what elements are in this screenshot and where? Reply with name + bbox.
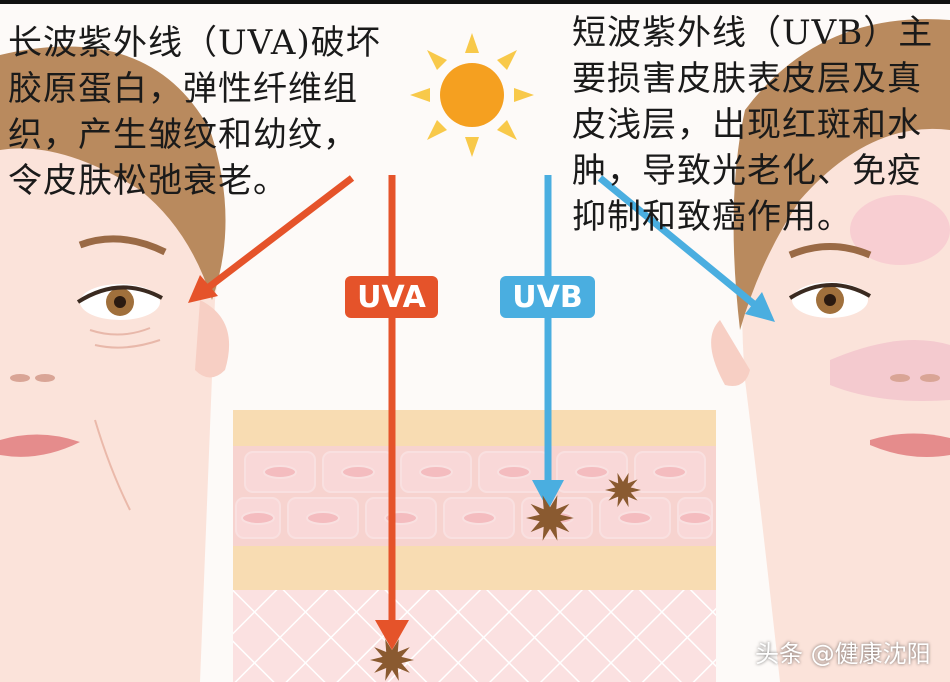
uvb-label: UVB: [500, 276, 595, 318]
cell-nucleus: [263, 465, 297, 479]
cell-nucleus: [497, 465, 531, 479]
damage-burst-icon: [370, 639, 414, 681]
damage-bursts: [370, 472, 641, 681]
top-bar: [0, 0, 950, 4]
cell-nucleus: [419, 465, 453, 479]
uva-arrows: [188, 175, 409, 650]
right-lips: [870, 433, 950, 458]
left-hair: [0, 46, 226, 300]
uvb-arrows: [532, 175, 775, 510]
right-red-patch: [850, 195, 950, 265]
basal-layer: [233, 546, 716, 590]
left-ear: [195, 300, 230, 378]
right-ear: [711, 320, 750, 386]
uvb-caption: 短波紫外线（UVB）主要损害皮肤表皮层及真皮浅层，出现红斑和水肿，导致光老化、免…: [572, 13, 934, 237]
cell-nucleus: [341, 465, 375, 479]
cell-nucleus: [575, 465, 609, 479]
left-wrinkles: [89, 327, 161, 349]
damage-burst-icon: [526, 495, 574, 541]
watermark: 头条 @健康沈阳: [755, 640, 931, 668]
cell-nucleus: [241, 511, 275, 525]
cell-nucleus: [618, 511, 652, 525]
cell-nucleus: [462, 511, 496, 525]
right-face: [711, 19, 950, 682]
cell-nucleus: [653, 465, 687, 479]
right-eyebrow: [788, 243, 872, 259]
damage-burst-icon: [605, 472, 641, 508]
uva-label: UVA: [345, 276, 438, 318]
uva-caption: 长波紫外线（UVA)破坏胶原蛋白，弹性纤维组织，产生皱纹和幼纹， 令皮肤松弛衰老…: [8, 23, 381, 201]
epidermis-top: [233, 410, 716, 446]
left-eyebrow: [78, 235, 167, 256]
skin-layers: [233, 410, 716, 682]
sun-icon: [410, 33, 534, 157]
right-hair: [733, 19, 950, 330]
cell-nucleus: [306, 511, 340, 525]
left-lips: [0, 434, 80, 457]
left-face: [0, 46, 230, 682]
dermis-mesh: [233, 590, 716, 682]
cell-nucleus: [678, 511, 712, 525]
